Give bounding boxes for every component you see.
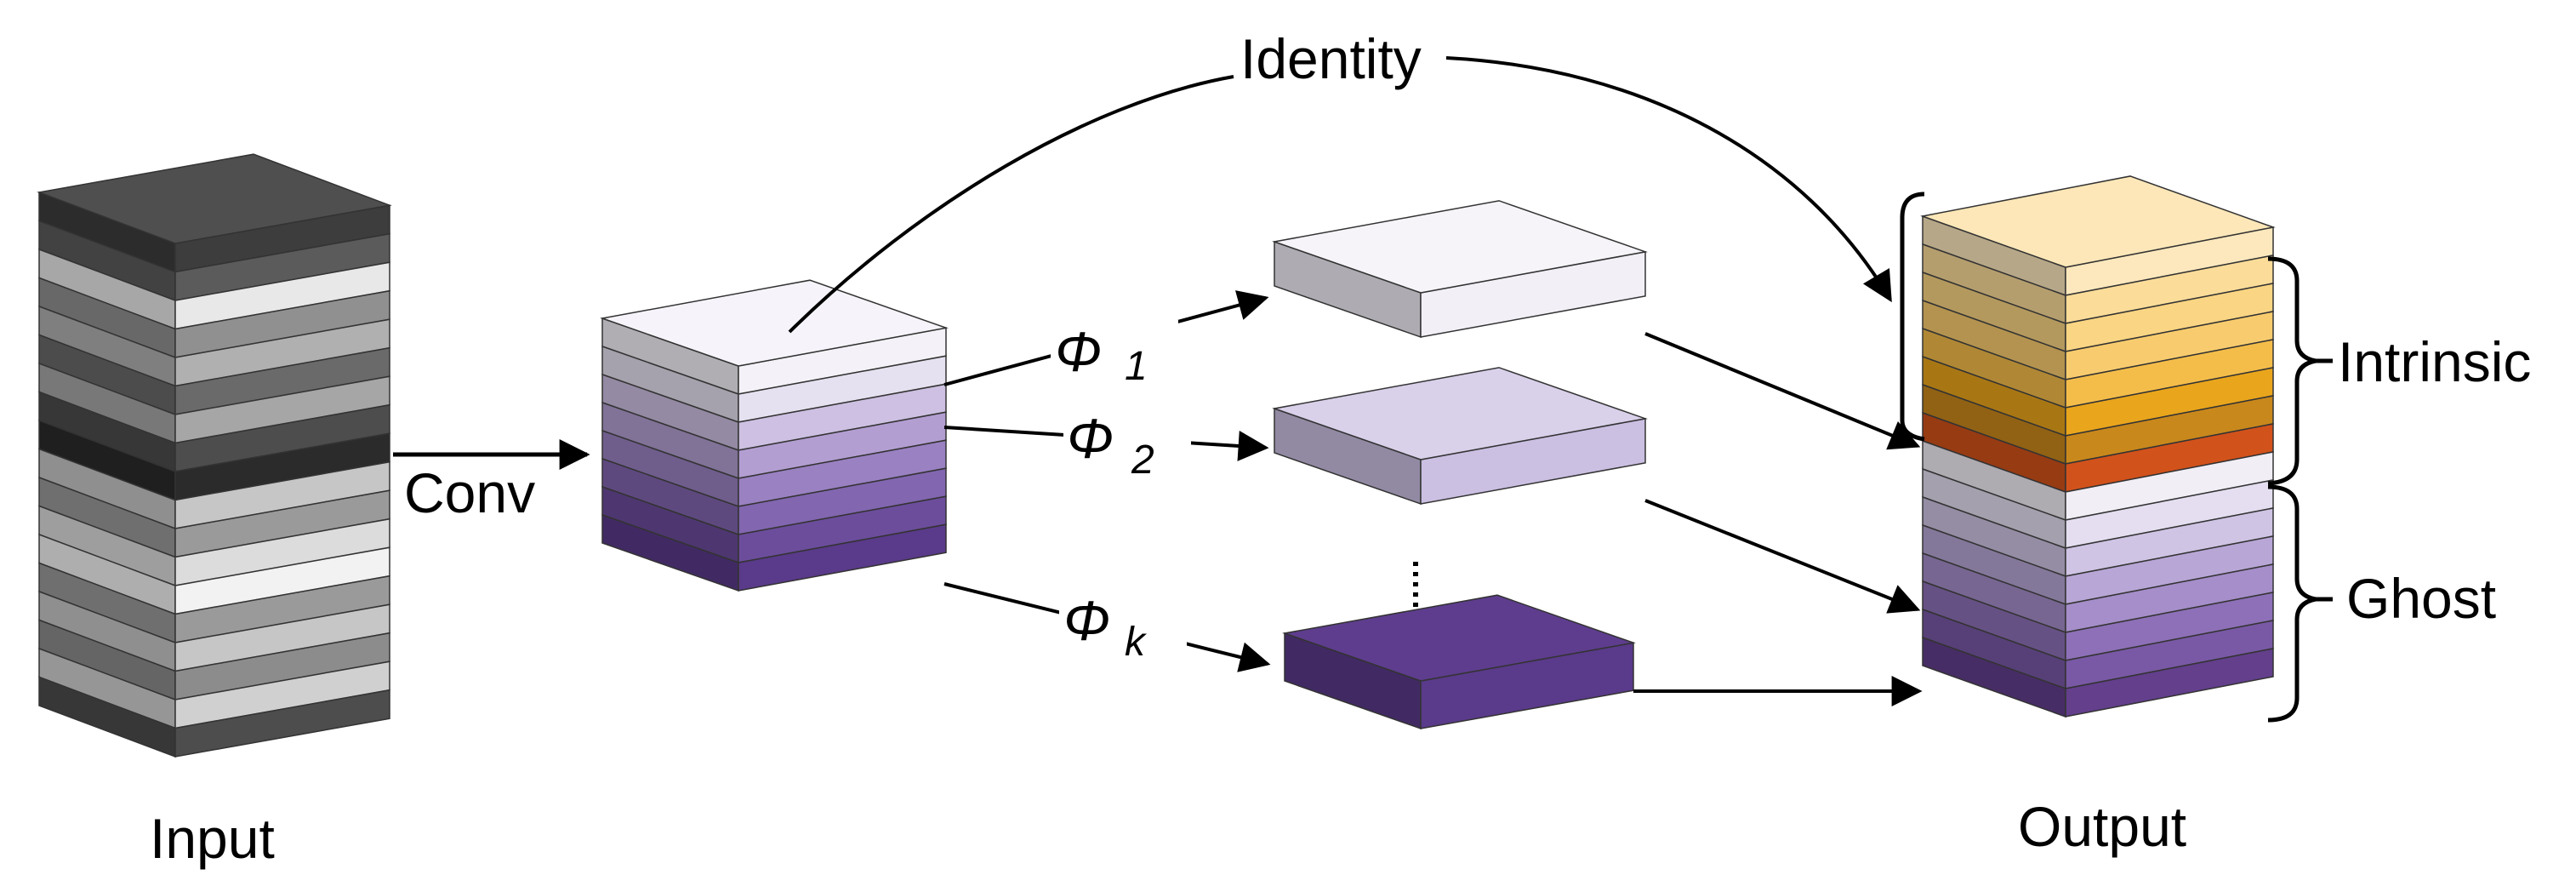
phi-1-subscript: 1 bbox=[1125, 344, 1148, 389]
input-label: Input bbox=[150, 807, 275, 870]
layer-front-face bbox=[738, 523, 947, 592]
block-top-face bbox=[600, 279, 949, 367]
conv-label: Conv bbox=[404, 461, 535, 524]
phi-k-label: Φ k bbox=[1059, 589, 1187, 665]
intrinsic-left-brace bbox=[1900, 192, 1925, 442]
identity-arrow bbox=[788, 56, 1890, 334]
layer-front-face bbox=[174, 689, 390, 758]
ghost-feature-map-k bbox=[1282, 594, 1636, 730]
block-top-face bbox=[37, 153, 392, 244]
phi-k-subscript: k bbox=[1125, 620, 1148, 665]
intrinsic-right-brace bbox=[2267, 256, 2317, 486]
ghost-label: Ghost bbox=[2346, 567, 2496, 630]
phi-1-symbol: Φ bbox=[1055, 320, 1102, 383]
identity-label: Identity bbox=[1240, 27, 1422, 90]
ghost-right-brace bbox=[2267, 484, 2317, 723]
ghost-feature-map-2 bbox=[1272, 367, 1648, 506]
intrinsic-feature-stack bbox=[600, 279, 949, 592]
input-tensor-stack bbox=[37, 153, 392, 758]
phi-k-symbol: Φ bbox=[1063, 589, 1110, 652]
ghost-2-to-output-arrow bbox=[1644, 499, 1921, 614]
output-label: Output bbox=[2018, 795, 2186, 858]
block-top-face bbox=[1920, 175, 2276, 268]
output-tensor-stack bbox=[1920, 175, 2276, 718]
intrinsic-label: Intrinsic bbox=[2338, 330, 2531, 393]
block-top-face bbox=[1282, 594, 1636, 682]
ghost-1-to-output-arrow bbox=[1644, 332, 1921, 450]
block-top-face bbox=[1272, 367, 1648, 460]
ghost-feature-map-1 bbox=[1272, 200, 1648, 339]
block-top-face bbox=[1272, 200, 1648, 294]
layer-front-face bbox=[2065, 648, 2274, 718]
phi-2-label: Φ 2 bbox=[1063, 407, 1191, 483]
phi-1-label: Φ 1 bbox=[1051, 320, 1178, 389]
phi-2-symbol: Φ bbox=[1067, 407, 1114, 470]
phi-2-subscript: 2 bbox=[1131, 437, 1154, 483]
